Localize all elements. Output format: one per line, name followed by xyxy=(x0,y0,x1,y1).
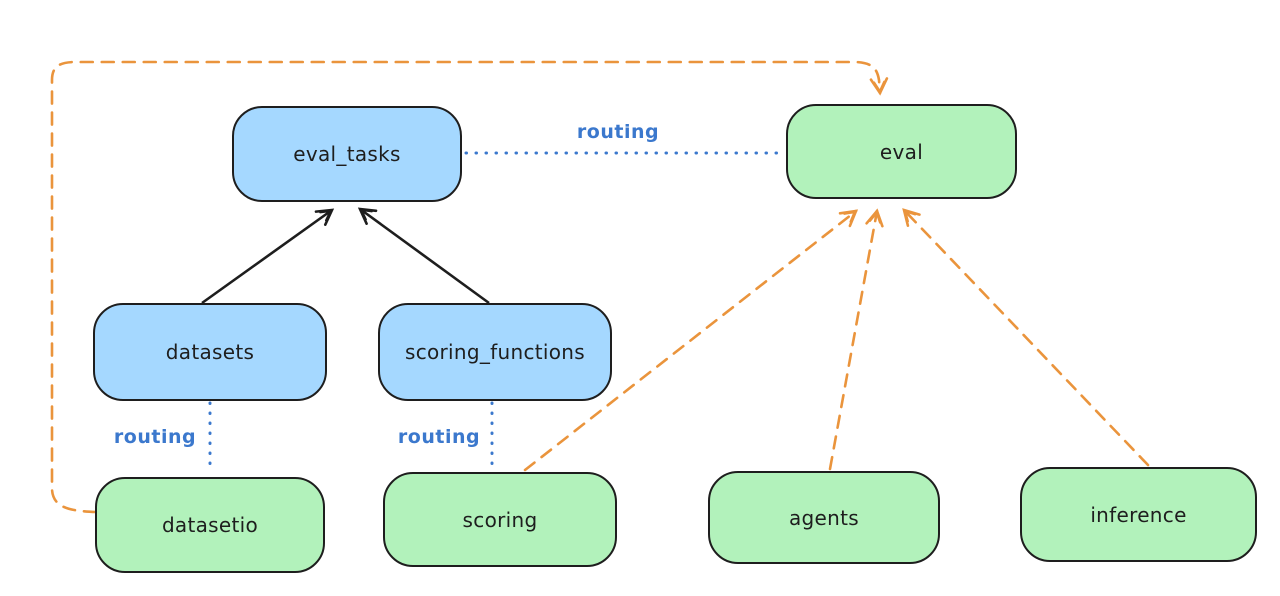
node-datasets-label: datasets xyxy=(165,340,255,364)
edge-datasets-to-eval-tasks xyxy=(201,208,335,305)
node-eval-tasks: eval_tasks xyxy=(232,106,462,202)
node-datasetio: datasetio xyxy=(95,477,325,573)
edge-datasetio-to-eval xyxy=(50,60,889,514)
edge-label-routing-datasets-datasetio: routing xyxy=(113,426,197,448)
edge-scoring-functions-to-eval-tasks xyxy=(357,207,490,305)
node-agents-label: agents xyxy=(789,505,859,530)
node-agents: agents xyxy=(708,471,940,564)
node-eval-tasks-label: eval_tasks xyxy=(293,142,401,166)
node-scoring-functions-label: scoring_functions xyxy=(404,340,586,364)
node-inference-label: inference xyxy=(1090,502,1187,527)
node-datasetio-label: datasetio xyxy=(161,513,259,537)
edge-inference-to-eval xyxy=(902,208,1150,467)
edge-label-routing-scoring-functions-scoring: routing xyxy=(397,426,481,448)
node-eval-label: eval xyxy=(879,139,924,164)
edge-agents-to-eval xyxy=(828,208,884,471)
node-scoring-functions: scoring_functions xyxy=(378,303,612,401)
edge-scoring-to-eval xyxy=(523,209,859,472)
node-scoring: scoring xyxy=(383,472,617,567)
node-datasets: datasets xyxy=(93,303,327,401)
node-scoring-label: scoring xyxy=(462,507,538,532)
edge-label-routing-eval-tasks-eval: routing xyxy=(576,121,660,143)
node-eval: eval xyxy=(786,104,1017,199)
node-inference: inference xyxy=(1020,467,1257,562)
